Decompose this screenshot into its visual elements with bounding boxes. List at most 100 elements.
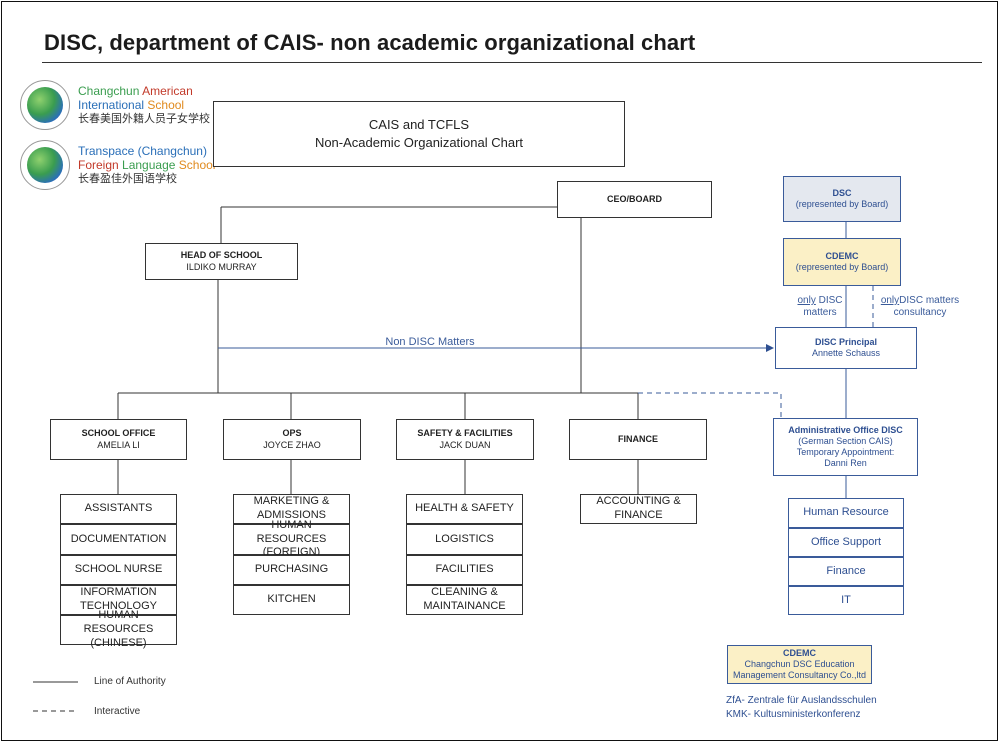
list-item: PURCHASING [233, 555, 350, 585]
admin-office-line3: Temporary Appointment: [796, 447, 895, 457]
list-item: Finance [788, 557, 904, 586]
list-item: KITCHEN [233, 585, 350, 615]
head-of-school-name: ILDIKO MURRAY [186, 261, 257, 272]
cdemc-title: CDEMC [825, 250, 859, 261]
dsc-title: DSC [832, 187, 852, 198]
footnote-kmk: KMK- Kultusministerkonferenz [726, 708, 861, 720]
list-item-label: LOGISTICS [435, 532, 494, 545]
note-matters: matters [803, 307, 837, 318]
cdemc-legend-line2: Changchun DSC Education [744, 658, 855, 669]
cdemc-legend-box: CDEMC Changchun DSC Education Management… [727, 645, 872, 684]
list-item-label: SCHOOL NURSE [74, 563, 163, 576]
tfls-logo-word: Foreign [78, 158, 123, 173]
list-item-label: Finance [826, 564, 866, 577]
dsc-box: DSC (represented by Board) [783, 176, 901, 222]
admin-office-box: Administrative Office DISC (German Secti… [773, 418, 918, 476]
tfls-logo: Transpace (Changchun) Foreign Language S… [20, 140, 215, 190]
list-item-label: ACCOUNTING & FINANCE [596, 495, 681, 521]
list-item: SCHOOL NURSE [60, 555, 177, 585]
list-item: INFORMATION TECHNOLOGY [60, 585, 177, 615]
cais-logo-word: Changchun [78, 84, 143, 99]
cais-logo-word: International [78, 98, 148, 113]
school-office-name: AMELIA LI [97, 439, 140, 450]
safety-facilities-box: SAFETY & FACILITIES JACK DUAN [396, 419, 534, 460]
cais-logo-chinese: 长春美国外籍人员子女学校 [78, 112, 210, 125]
legend-interactive-label: Interactive [94, 706, 141, 717]
list-item-label: HUMAN RESOURCES (FOREIGN) [256, 518, 327, 559]
consultancy-note: onlyDISC matters consultancy [876, 295, 964, 319]
note-only: only [880, 295, 900, 306]
list-item: IT [788, 586, 904, 615]
list-item-label: PURCHASING [254, 563, 329, 576]
tfls-logo-line1: Transpace (Changchun) [78, 144, 207, 159]
school-office-title: SCHOOL OFFICE [81, 428, 156, 439]
list-item: ACCOUNTING & FINANCE [580, 494, 697, 524]
tfls-logo-word: School [178, 158, 216, 173]
ops-box: OPS JOYCE ZHAO [223, 419, 361, 460]
list-item-label: HEALTH & SAFETY [415, 502, 514, 515]
disc-principal-box: DISC Principal Annette Schauss [775, 327, 917, 369]
chart-title-line1: CAIS and TCFLS [368, 117, 470, 133]
list-item-label: Office Support [810, 535, 882, 548]
list-item-label: Human Resource [803, 506, 889, 519]
ops-title: OPS [282, 428, 302, 439]
list-item-label: IT [841, 593, 851, 606]
list-item-label: ASSISTANTS [84, 502, 153, 515]
cdemc-sub: (represented by Board) [795, 262, 889, 272]
list-item-label: MARKETING & ADMISSIONS [253, 495, 330, 521]
footnote: ZfA- Zentrale für Auslandsschulen KMK- K… [726, 694, 877, 721]
legend-authority-label: Line of Authority [94, 676, 166, 687]
head-of-school-title: HEAD OF SCHOOL [180, 250, 263, 261]
list-item: Human Resource [788, 498, 904, 528]
school-office-box: SCHOOL OFFICE AMELIA LI [50, 419, 187, 460]
tfls-emblem-icon [20, 140, 70, 190]
head-of-school-box: HEAD OF SCHOOL ILDIKO MURRAY [145, 243, 298, 280]
list-item-label: INFORMATION TECHNOLOGY [79, 586, 157, 612]
admin-office-title: Administrative Office DISC [788, 424, 903, 435]
disc-principal-name: Annette Schauss [811, 348, 881, 358]
safety-facilities-title: SAFETY & FACILITIES [417, 428, 513, 439]
list-item-label: FACILITIES [435, 563, 494, 576]
only-disc-matters-note: only DISC matters [790, 295, 850, 319]
ceo-board-box: CEO/BOARD [557, 181, 712, 218]
list-item: LOGISTICS [406, 524, 523, 555]
cais-logo: Changchun American International School … [20, 80, 210, 130]
finance-title: FINANCE [618, 433, 658, 444]
tfls-logo-chinese: 长春盈佳外国语学校 [78, 172, 177, 185]
cais-emblem-icon [20, 80, 70, 130]
ceo-board-label: CEO/BOARD [606, 193, 662, 204]
list-item-label: HUMAN RESOURCES (CHINESE) [83, 609, 154, 649]
tfls-logo-word: Language [122, 158, 179, 173]
cdemc-box: CDEMC (represented by Board) [783, 238, 901, 286]
admin-office-line4: Danni Ren [824, 458, 867, 469]
footnote-zfa: ZfA- Zentrale für Auslandsschulen [726, 695, 877, 706]
chart-title-line2: Non-Academic Organizational Chart [314, 135, 524, 150]
ops-name: JOYCE ZHAO [263, 439, 321, 450]
admin-office-line2: (German Section CAIS) [798, 435, 893, 446]
finance-box: FINANCE [569, 419, 707, 460]
finance-admin-dashed-line [638, 392, 782, 418]
cais-logo-word: School [147, 98, 185, 113]
list-item: DOCUMENTATION [60, 524, 177, 555]
list-item: Office Support [788, 528, 904, 557]
list-item: HUMAN RESOURCES (FOREIGN) [233, 519, 350, 558]
note-consultancy: consultancy [893, 307, 947, 318]
list-item: HUMAN RESOURCES (CHINESE) [60, 609, 177, 649]
cdemc-legend-line3: Management Consultancy Co.,ltd [732, 670, 867, 681]
list-item-label: CLEANING & MAINTAINANCE [423, 586, 506, 612]
disc-principal-title: DISC Principal [814, 336, 877, 347]
non-disc-matters-label: Non DISC Matters [385, 336, 475, 348]
safety-facilities-name: JACK DUAN [439, 439, 491, 450]
list-item: ASSISTANTS [60, 494, 177, 524]
list-item: MARKETING & ADMISSIONS [233, 494, 350, 524]
list-item-label: DOCUMENTATION [70, 532, 167, 545]
list-item-label: KITCHEN [267, 593, 316, 606]
cdemc-legend-title: CDEMC [783, 647, 816, 658]
list-item: FACILITIES [406, 555, 523, 585]
note-disc-matters: DISC matters [899, 295, 960, 306]
chart-title-box: CAIS and TCFLS Non-Academic Organization… [213, 101, 625, 167]
list-item: CLEANING & MAINTAINANCE [406, 585, 523, 615]
title-divider [42, 62, 982, 63]
